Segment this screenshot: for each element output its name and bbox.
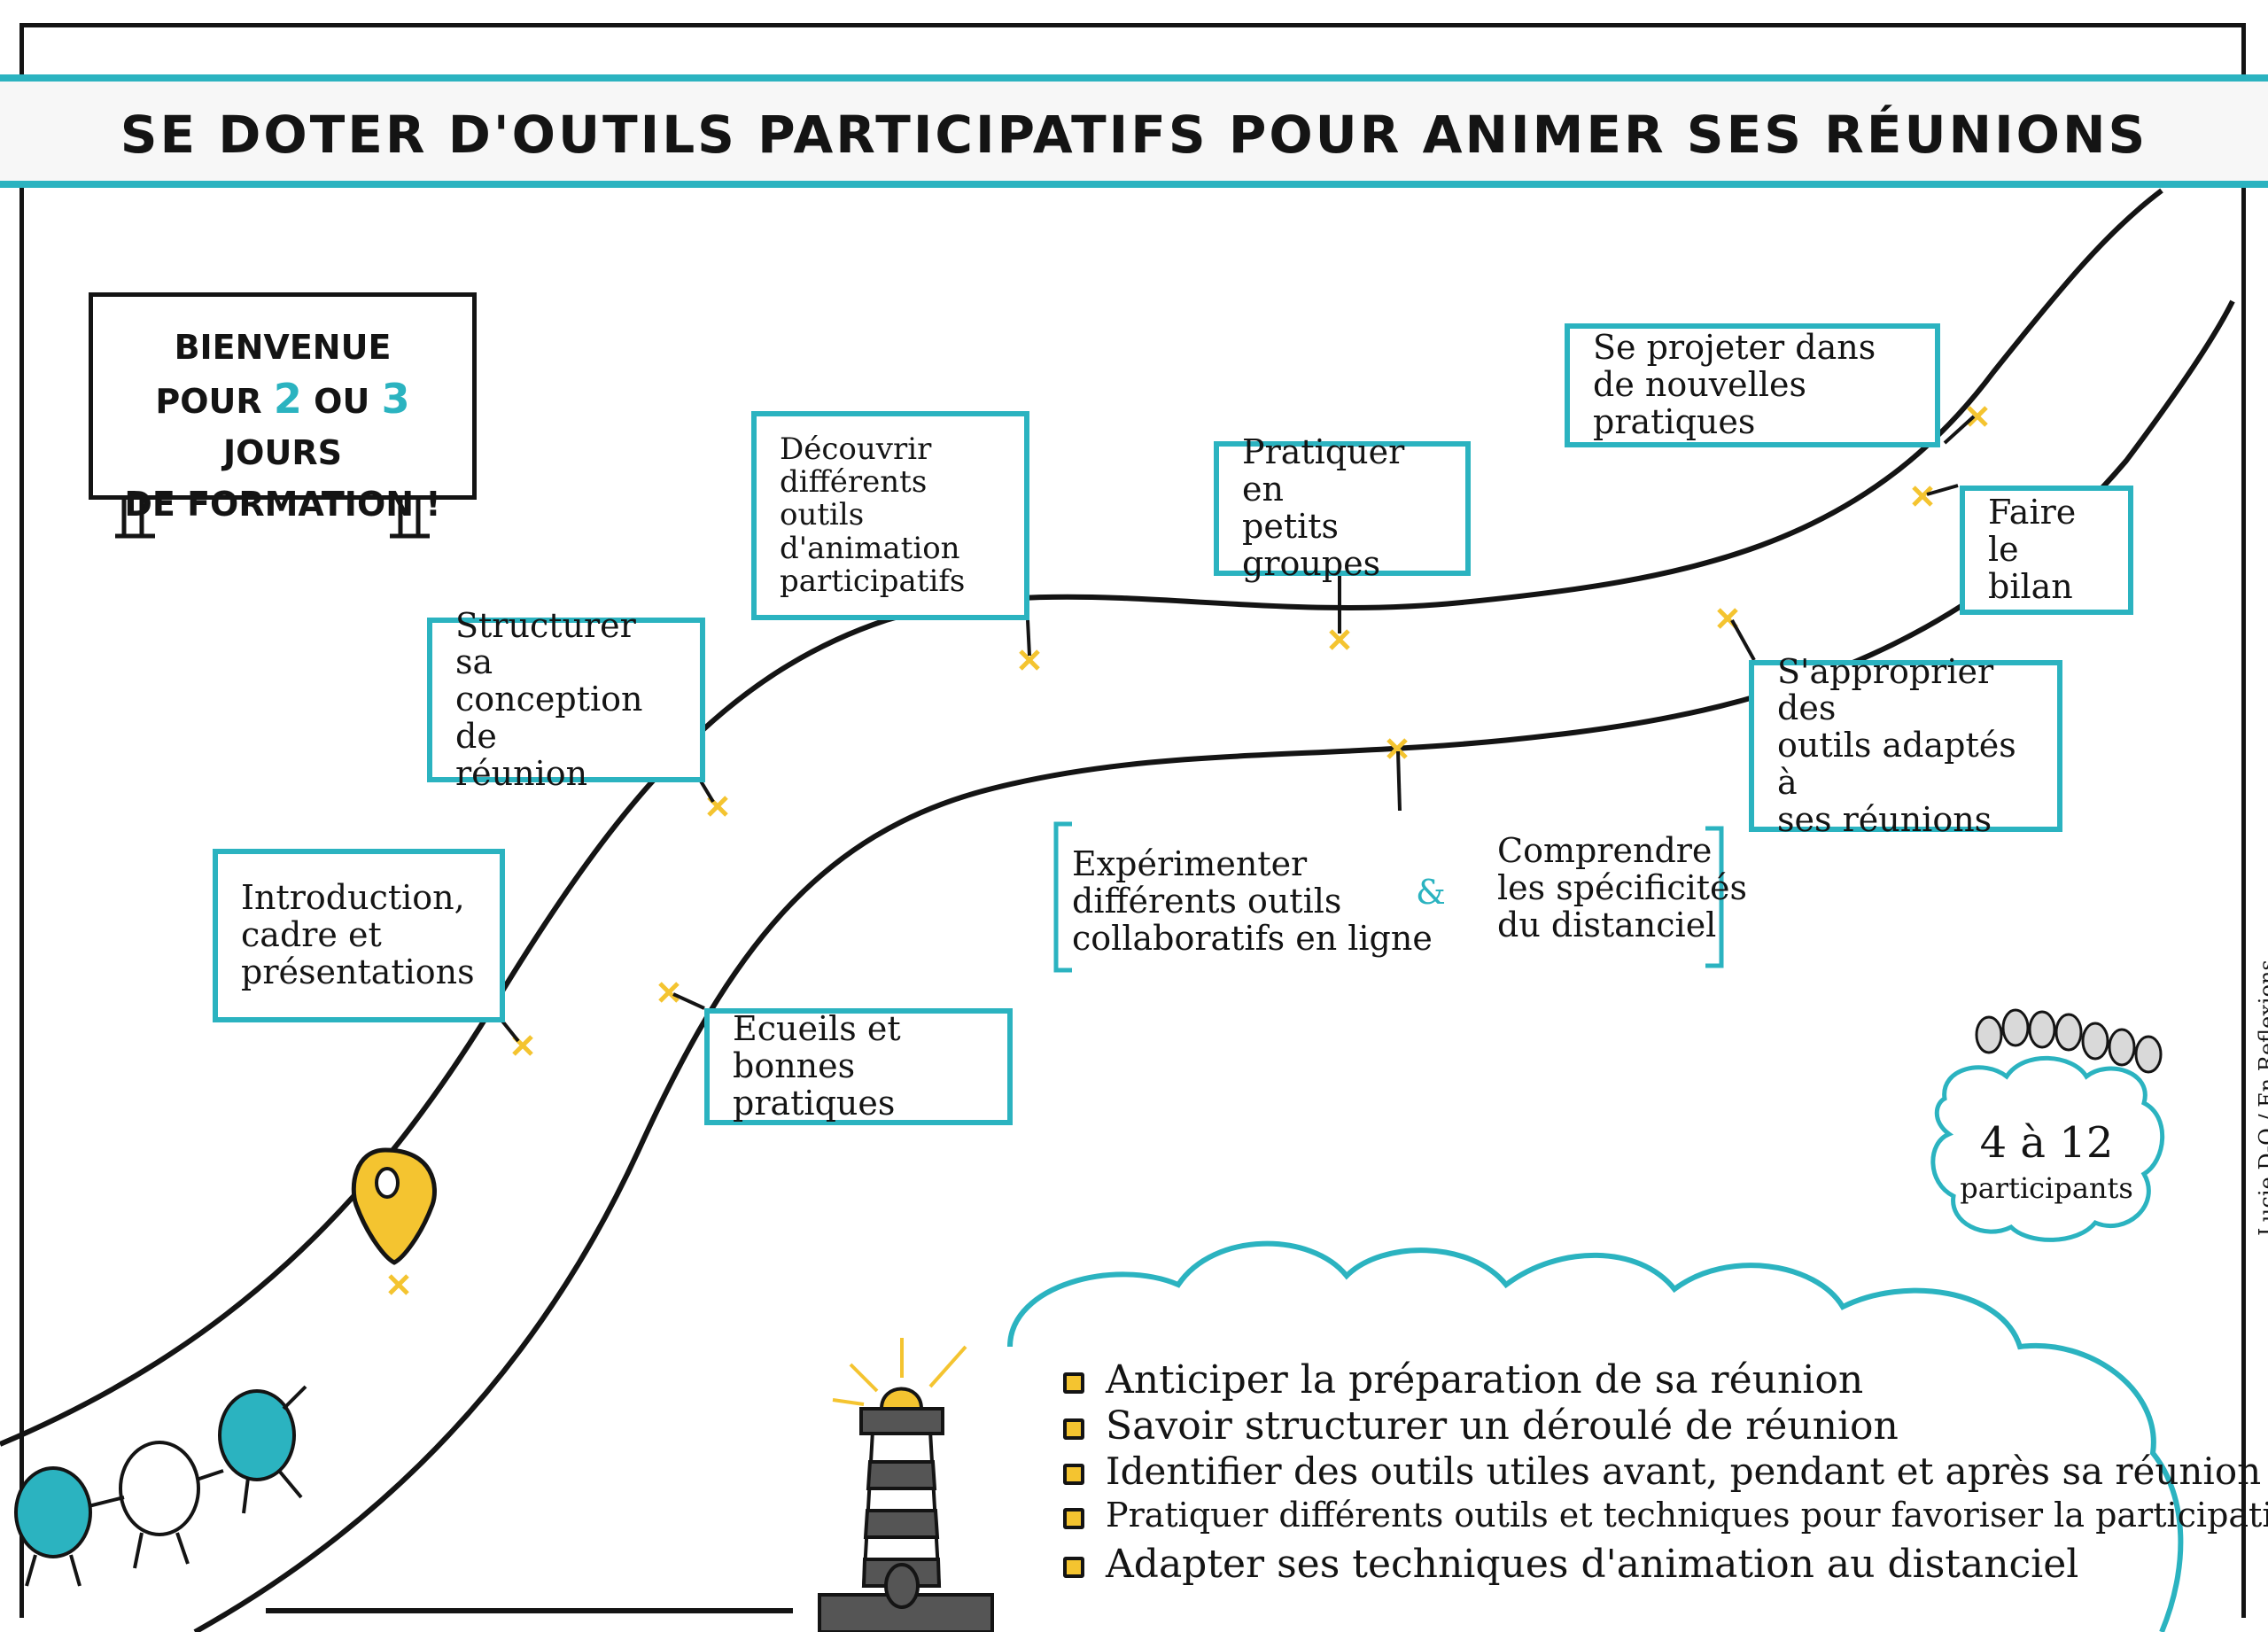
connector-remote	[1396, 750, 1402, 812]
welcome-jours: JOURS	[223, 433, 342, 472]
step-projeter-label: Se projeter dans de nouvelles pratiques	[1593, 328, 1876, 441]
character-teal-2	[218, 1389, 296, 1481]
step-pratiquer-label: Pratiquer en petits groupes	[1242, 432, 1405, 583]
frame-left	[19, 23, 24, 1618]
connector-project	[1943, 415, 1976, 445]
participants-label: participants	[1960, 1171, 2133, 1205]
connector-review	[1926, 484, 1959, 496]
bullet-icon	[1063, 1507, 1084, 1529]
signboard-legs	[115, 500, 430, 539]
road-edge-upper	[0, 188, 2163, 1447]
lighthouse-icon	[818, 1338, 994, 1632]
welcome-ou: OU	[314, 382, 370, 421]
objective-text: Identifier des outils utiles avant, pend…	[1106, 1449, 2262, 1493]
connector-appropriate	[1730, 619, 1756, 661]
author-credit: Lucie D-O / En Reflexions	[2255, 960, 2268, 1236]
step-introduction-label: Introduction, cadre et présentations	[241, 878, 475, 991]
step-markers	[388, 406, 1988, 1295]
connector-discover	[1026, 619, 1031, 657]
character-white	[119, 1441, 200, 1536]
welcome-days-2: 2	[273, 375, 302, 423]
step-bilan: Faire le bilan	[1960, 486, 2133, 615]
remote-right-text: Comprendre les spécificités du distancie…	[1497, 831, 1748, 944]
bullet-icon	[1063, 1556, 1084, 1578]
marker-pin	[388, 1274, 409, 1295]
objective-item: Savoir structurer un déroulé de réunion	[1063, 1403, 1899, 1449]
step-ecueils: Ecueils et bonnes pratiques	[704, 1008, 1013, 1125]
step-approprier: S'approprier des outils adaptés à ses ré…	[1749, 653, 2062, 838]
objective-text: Anticiper la préparation de sa réunion	[1106, 1357, 1864, 1403]
frame-right	[2241, 23, 2246, 1618]
objective-text: Adapter ses techniques d'animation au di…	[1106, 1542, 2079, 1587]
location-pin-icon	[351, 1147, 437, 1265]
objective-item: Adapter ses techniques d'animation au di…	[1063, 1542, 2078, 1587]
objective-item: Anticiper la préparation de sa réunion	[1063, 1357, 1863, 1403]
marker-project	[1967, 406, 1988, 427]
step-structurer: Structurer sa conception de réunion	[427, 607, 705, 792]
remote-left-text: Expérimenter différents outils collabora…	[1072, 844, 1433, 958]
welcome-pour: POUR	[155, 382, 262, 421]
frame-top	[23, 23, 2243, 27]
step-pratiquer: Pratiquer en petits groupes	[1214, 433, 1471, 582]
step-projeter: Se projeter dans de nouvelles pratiques	[1565, 323, 1940, 447]
remote-brackets	[1053, 821, 1724, 973]
character-teal-1	[14, 1466, 92, 1558]
welcome-days-3: 3	[381, 375, 410, 423]
marker-remote	[1386, 738, 1408, 759]
participants-count: 4 à 12	[1979, 1118, 2114, 1168]
crowd-icon	[1975, 1008, 2163, 1074]
connector-intro	[499, 1017, 520, 1043]
bullet-icon	[1063, 1418, 1084, 1440]
marker-discover	[1019, 649, 1040, 671]
step-decouvrir: Découvrir différents outils d'animation …	[751, 411, 1029, 620]
bullet-icon	[1063, 1464, 1084, 1485]
welcome-line-1: BIENVENUE	[174, 328, 392, 367]
marker-review	[1912, 486, 1933, 507]
marker-practice	[1329, 629, 1350, 650]
connector-lines	[499, 415, 1976, 1043]
step-bilan-label: Faire le bilan	[1988, 493, 2077, 606]
title-banner	[0, 74, 2268, 188]
step-approprier-label: S'approprier des outils adaptés à ses ré…	[1777, 651, 2016, 839]
objective-text: Savoir structurer un déroulé de réunion	[1106, 1403, 1899, 1449]
step-ecueils-label: Ecueils et bonnes pratiques	[733, 1009, 901, 1123]
bullet-icon	[1063, 1372, 1084, 1394]
connector-structure	[698, 778, 715, 804]
marker-pitfalls	[658, 982, 680, 1003]
objective-item: Pratiquer différents outils et technique…	[1063, 1496, 2268, 1535]
participants-cloud	[1930, 1055, 2165, 1242]
welcome-signboard: BIENVENUE POUR 2 OU 3 JOURS DE FORMATION…	[89, 292, 477, 524]
remote-ampersand: &	[1416, 873, 1446, 912]
step-structurer-label: Structurer sa conception de réunion	[455, 605, 643, 793]
objectives-cloud	[1007, 1240, 2184, 1632]
characters-illustration	[14, 1385, 307, 1587]
step-decouvrir-label: Découvrir différents outils d'animation …	[780, 431, 966, 600]
objective-text: Pratiquer différents outils et technique…	[1106, 1496, 2268, 1535]
welcome-line-2: POUR 2 OU 3 JOURS	[93, 373, 472, 478]
step-introduction: Introduction, cadre et présentations	[213, 849, 505, 1022]
welcome-line-3: DE FORMATION !	[124, 485, 441, 524]
objective-item: Identifier des outils utiles avant, pend…	[1063, 1449, 2261, 1493]
page-title: SE DOTER D'OUTILS PARTICIPATIFS POUR ANI…	[120, 105, 2148, 165]
connector-pitfalls	[672, 992, 705, 1010]
